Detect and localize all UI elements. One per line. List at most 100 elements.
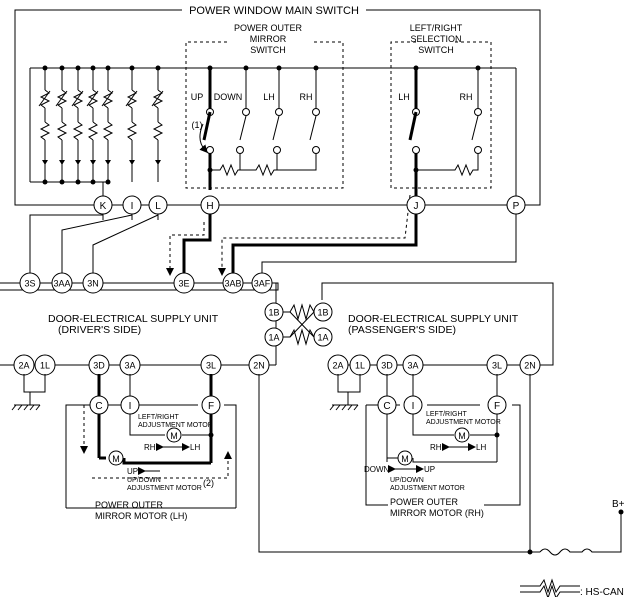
mirror-motor-rh: M M LEFT/RIGHT ADJUSTMENT MOTOR RH LH DO… (364, 374, 521, 518)
passenger-bottom-pin-label: 2N (524, 361, 536, 371)
selection-switch-lh: LH (398, 92, 410, 102)
pin-i: I (131, 201, 134, 212)
rh-pin-f: F (494, 401, 500, 412)
selection-switch-label-2: SELECTION (410, 34, 461, 44)
driver-unit-box: DOOR-ELECTRICAL SUPPLY UNIT (DRIVER'S SI… (0, 282, 279, 366)
driver-top-pin-0: 3S (19, 272, 41, 294)
rh-lr-label-1: LEFT/RIGHT (426, 411, 468, 418)
rh-lh: LH (476, 443, 486, 452)
can-pin-2: 1B (313, 302, 333, 322)
power-label: B+ (612, 499, 625, 510)
mirror-switch-rh: RH (300, 92, 313, 102)
driver-top-pin-1: 3AA (51, 272, 73, 294)
driver-top-pin-label: 3AA (53, 279, 70, 289)
rh-title-1: POWER OUTER (390, 497, 459, 507)
can-pin-1: 1A (264, 327, 284, 347)
rh-ud-label-1: UP/DOWN (390, 477, 424, 484)
can-pin-0: 1B (264, 302, 284, 322)
rh-lr-motor: M (458, 431, 466, 441)
rh-title-2: MIRROR MOTOR (RH) (390, 508, 484, 518)
driver-top-pin-4: 3AB (222, 272, 244, 294)
passenger-bottom-pin-3: 3A (402, 354, 424, 376)
driver-bottom-pin-label: 2A (18, 361, 29, 371)
main-switch-box: POWER WINDOW MAIN SWITCH (14, 5, 541, 206)
main-switch-title: POWER WINDOW MAIN SWITCH (189, 5, 359, 17)
legend-label: : HS-CAN (580, 587, 624, 597)
window-switch-array (29, 65, 516, 205)
window-switch-column (101, 65, 114, 185)
mirror-switch-label-2: MIRROR (250, 34, 287, 44)
hs-can-link (283, 303, 320, 346)
passenger-bottom-pin-2: 3D (376, 354, 398, 376)
passenger-unit-subtitle: (PASSENGER'S SIDE) (348, 324, 456, 336)
passenger-bottom-pin-label: 2A (332, 361, 343, 371)
selection-switch-rh: RH (460, 92, 473, 102)
step-1-label: (1) (192, 120, 203, 130)
rh-rh: RH (430, 443, 442, 452)
driver-unit-top-pins: 3S 3AA 3N 3E 3AB 3AF (19, 272, 273, 294)
lh-ud-label-2: ADJUSTMENT MOTOR (127, 485, 202, 492)
legend: : HS-CAN (520, 578, 624, 597)
lh-pin-c: C (95, 401, 102, 412)
driver-top-pin-3: 3E (173, 272, 195, 294)
lh-up: UP (127, 467, 138, 476)
passenger-unit-bottom-pins: 2A 1L 3D 3A 3L 2N (327, 354, 541, 376)
window-switch-column (71, 65, 84, 185)
lh-pin-i: I (129, 401, 132, 412)
driver-top-pin-label: 3S (24, 279, 35, 289)
rh-lr-label-2: ADJUSTMENT MOTOR (426, 419, 501, 426)
selection-switch-label-3: SWITCH (418, 45, 454, 55)
can-pin-label: 1A (317, 333, 328, 343)
can-pin-3: 1A (313, 327, 333, 347)
mirror-switch-down: DOWN (214, 92, 243, 102)
step-2-label: (2) (203, 478, 214, 488)
power-bus: B+ (258, 374, 625, 556)
lh-title-2: MIRROR MOTOR (LH) (95, 511, 187, 521)
driver-bottom-pin-label: 1L (40, 361, 50, 371)
can-pin-label: 1A (268, 333, 279, 343)
passenger-bottom-pin-label: 3A (407, 361, 418, 371)
driver-bottom-pin-1: 1L (34, 354, 56, 376)
mirror-motor-lh: M M LEFT/RIGHT ADJUSTMENT MOTOR RH LH UP… (65, 374, 237, 521)
up-switch-blade (202, 111, 212, 141)
mirror-switch-box: POWER OUTER MIRROR SWITCH UP DOWN LH RH … (185, 23, 344, 190)
passenger-bottom-pin-label: 3L (492, 361, 502, 371)
passenger-bottom-pin-1: 1L (349, 354, 371, 376)
driver-top-pin-label: 3AB (224, 279, 241, 289)
rh-pin-c: C (383, 401, 390, 412)
lh-lr-label-1: LEFT/RIGHT (138, 414, 180, 421)
driver-bottom-pin-label: 2N (253, 361, 265, 371)
top-pins: K I L H J P (93, 195, 526, 215)
driver-top-pin-5: 3AF (251, 272, 273, 294)
mirror-switch-lh: LH (263, 92, 275, 102)
rh-pin-i: I (412, 401, 415, 412)
lh-rh: RH (144, 443, 156, 452)
pin-j: J (414, 201, 419, 212)
window-switch-column (86, 65, 99, 185)
driver-top-pin-label: 3AF (254, 279, 271, 289)
driver-bottom-pin-4: 3L (200, 354, 222, 376)
step-1-arrow (199, 123, 208, 153)
pin-l: L (155, 201, 161, 212)
driver-bottom-pin-label: 3L (206, 361, 216, 371)
lh-title-1: POWER OUTER (95, 500, 164, 510)
passenger-unit-box: DOOR-ELECTRICAL SUPPLY UNIT (PASSENGER'S… (321, 282, 554, 366)
passenger-unit-title: DOOR-ELECTRICAL SUPPLY UNIT (348, 313, 519, 325)
window-switch-column (38, 65, 51, 185)
passenger-bottom-pin-label: 1L (355, 361, 365, 371)
mirror-switch-label-3: SWITCH (250, 45, 286, 55)
driver-bottom-pin-3: 3A (119, 354, 141, 376)
pin-p: P (513, 201, 520, 212)
passenger-bottom-pin-label: 3D (381, 361, 393, 371)
lh-lh: LH (190, 443, 200, 452)
driver-top-pin-label: 3N (87, 279, 99, 289)
lh-lr-motor: M (170, 431, 178, 441)
can-pins: 1B 1A 1B 1A (264, 302, 333, 347)
pin-k: K (100, 201, 107, 212)
driver-bottom-pin-5: 2N (248, 354, 270, 376)
rh-ud-label-2: ADJUSTMENT MOTOR (390, 485, 465, 492)
window-switch-column (125, 65, 138, 182)
